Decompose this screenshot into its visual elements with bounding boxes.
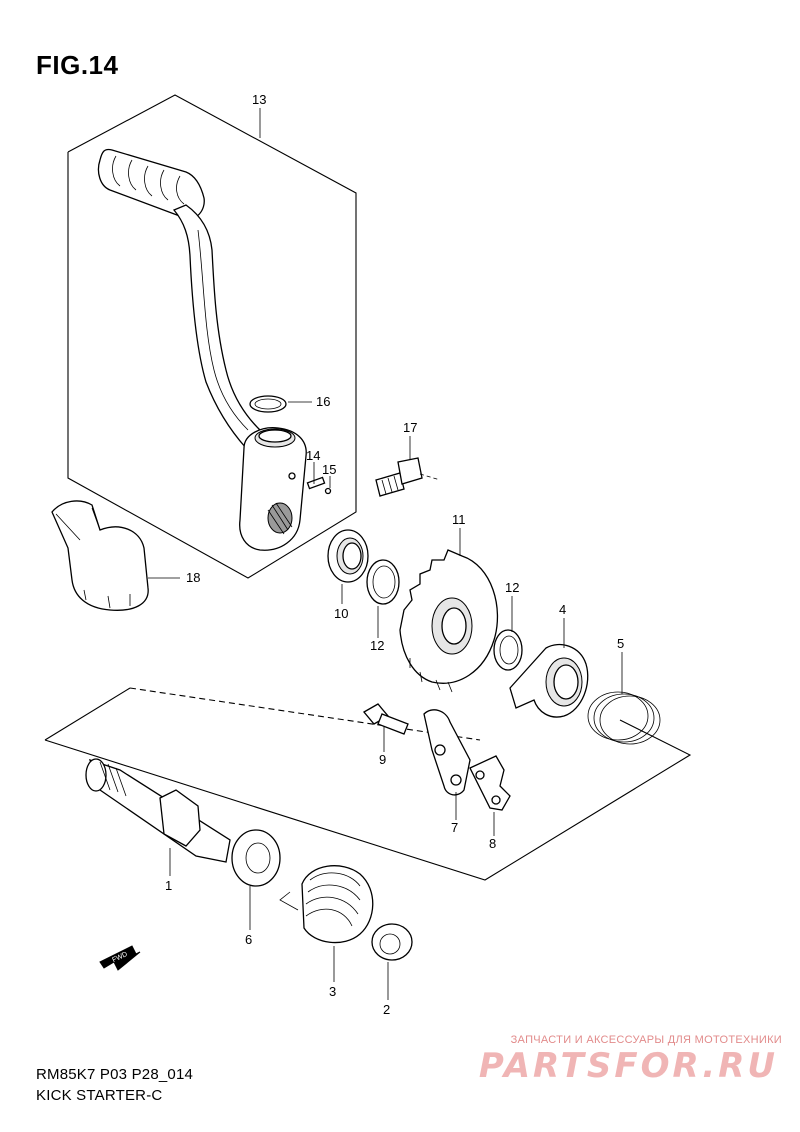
figure-name: KICK STARTER-C xyxy=(36,1087,163,1104)
callout-18: 18 xyxy=(186,570,200,585)
callout-9: 9 xyxy=(379,752,386,767)
callout-10: 10 xyxy=(334,606,348,621)
callout-3: 3 xyxy=(329,984,336,999)
assembly-frame-lower xyxy=(44,687,692,881)
callout-labels: 13 16 17 14 15 18 11 10 12 12 4 5 9 7 8 … xyxy=(165,92,624,1017)
circlip xyxy=(249,395,287,413)
oil-seal xyxy=(327,529,369,583)
assembly-frame-upper xyxy=(67,94,357,579)
callout-8: 8 xyxy=(489,836,496,851)
callout-13: 13 xyxy=(252,92,266,107)
callout-12-left: 12 xyxy=(370,638,384,653)
kick-lever xyxy=(97,148,307,551)
callout-15: 15 xyxy=(322,462,336,477)
washer-right xyxy=(493,629,523,671)
callout-2: 2 xyxy=(383,1002,390,1017)
callout-5: 5 xyxy=(617,636,624,651)
figure-model-code: RM85K7 P03 P28_014 xyxy=(36,1066,194,1083)
kick-spring xyxy=(279,865,374,944)
callout-11: 11 xyxy=(452,512,466,527)
guide-plate xyxy=(423,709,471,796)
callout-12-right: 12 xyxy=(505,580,519,595)
lever-pin xyxy=(306,476,332,495)
ratchet-gear xyxy=(399,549,499,693)
washer-left xyxy=(366,559,400,605)
watermark-logo: PARTSFOR.RU xyxy=(478,1046,778,1086)
bolt xyxy=(375,457,441,497)
forward-arrow-icon: FWD xyxy=(99,945,141,971)
callout-7: 7 xyxy=(451,820,458,835)
callout-17: 17 xyxy=(403,420,417,435)
shaft-washer xyxy=(231,829,281,887)
spring-collar xyxy=(371,923,413,961)
guide-bolt xyxy=(363,703,409,735)
callout-14: 14 xyxy=(306,448,320,463)
return-spring xyxy=(587,691,661,745)
rubber-boot xyxy=(51,500,149,611)
starter-shaft xyxy=(85,758,231,863)
watermark-tagline: ЗАПЧАСТИ И АКСЕССУАРЫ ДЛЯ МОТОТЕХНИКИ xyxy=(510,1034,782,1046)
callout-16: 16 xyxy=(316,394,330,409)
stopper-plate xyxy=(469,755,511,811)
callout-6: 6 xyxy=(245,932,252,947)
figure-title: FIG.14 xyxy=(36,50,119,80)
callout-1: 1 xyxy=(165,878,172,893)
drive-gear xyxy=(509,643,589,718)
leader-lines xyxy=(148,108,623,1000)
callout-4: 4 xyxy=(559,602,566,617)
